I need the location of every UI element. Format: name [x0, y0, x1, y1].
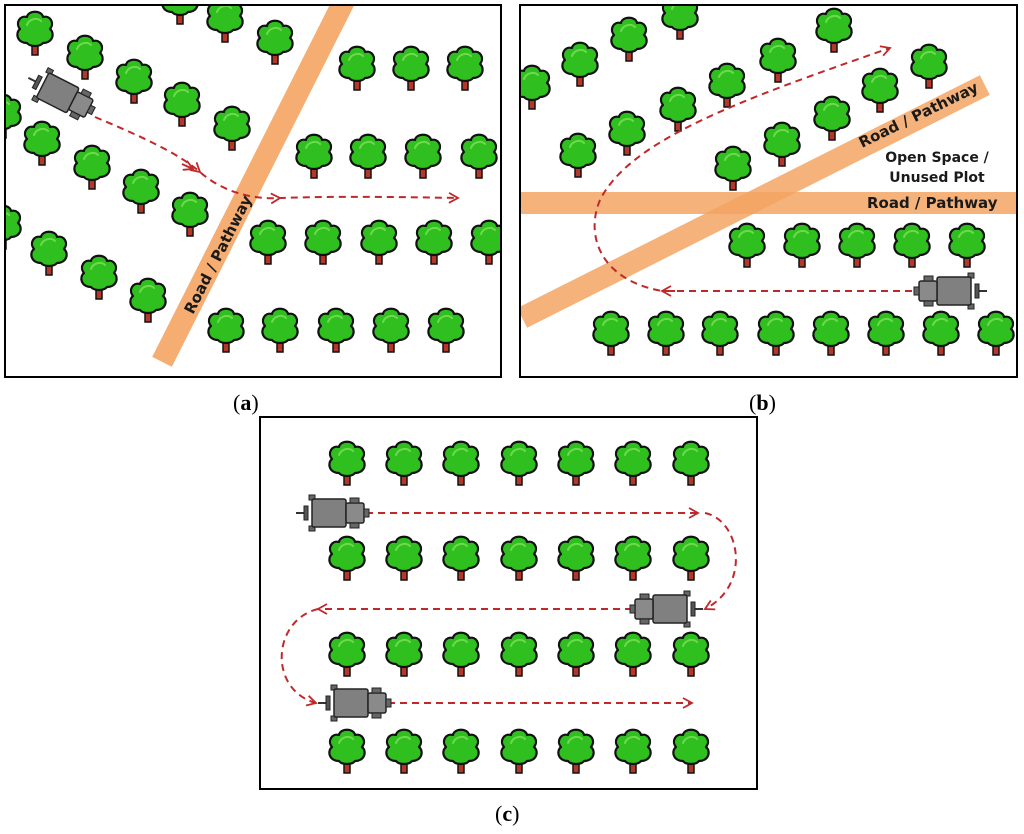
- tractor-icon: [913, 272, 988, 310]
- path-c-turn1: [703, 512, 737, 611]
- panel-b-frame: [519, 4, 1018, 378]
- road-label-b-horizontal: Road / Pathway: [867, 194, 998, 212]
- path-c-turn2: [280, 608, 319, 707]
- open-space-label-line2: Unused Plot: [889, 170, 985, 186]
- panel-c-frame: [259, 416, 758, 790]
- panel-b-label: (b): [749, 390, 776, 415]
- panel-a-frame: [4, 4, 502, 378]
- road-b-diagonal: [521, 75, 990, 328]
- path-a: [94, 116, 460, 205]
- panel-b: Road / Pathway Road / Pathway Open Space…: [519, 4, 1018, 415]
- tractor-icon: [629, 590, 704, 628]
- panel-c-label: (c): [495, 801, 519, 826]
- tractor-icon: [19, 60, 103, 129]
- path-b: [593, 45, 912, 292]
- panel-a: Road / Pathway (a): [4, 4, 502, 415]
- open-space-label-line1: Open Space /: [885, 150, 989, 166]
- panel-c: (c): [259, 416, 758, 826]
- tractor-icon: [317, 684, 392, 722]
- panel-a-label: (a): [233, 390, 259, 415]
- tractor-icon: [295, 494, 370, 532]
